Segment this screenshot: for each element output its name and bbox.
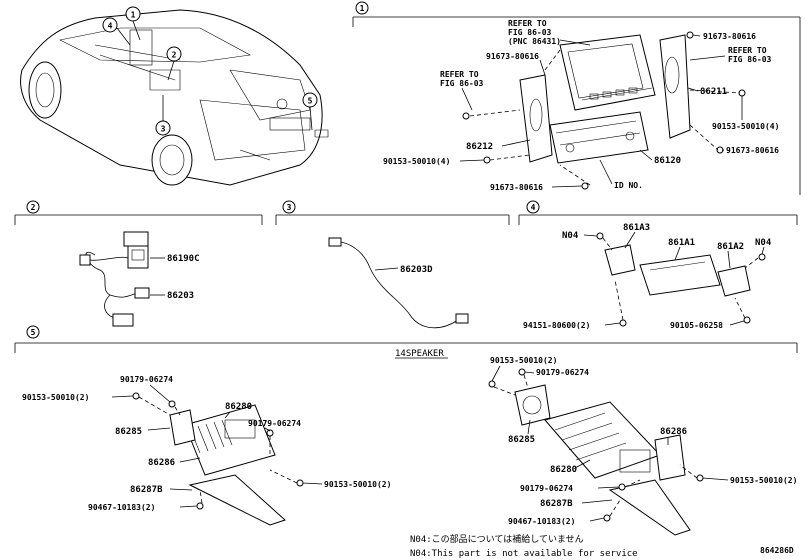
section-1: 1 xyxy=(352,1,801,195)
right-part-90153-50010-2-a: 90153-50010(2) xyxy=(490,356,557,365)
right-part-90153-50010-2-b: 90153-50010(2) xyxy=(730,476,797,485)
section-2: 2 86190C 86203 xyxy=(14,200,263,327)
section-number-5: 5 xyxy=(31,328,36,337)
refer-label-b1: REFER TO xyxy=(728,46,767,55)
left-part-86280: 86280 xyxy=(225,402,252,412)
part-861a2: 861A2 xyxy=(717,242,744,252)
left-part-90179-06274-b: 90179-06274 xyxy=(248,419,301,428)
right-part-90179-06274-b: 90179-06274 xyxy=(520,484,573,493)
right-part-86280: 86280 xyxy=(550,465,577,475)
section-marker-4 xyxy=(526,200,540,214)
bracket-left-86285 xyxy=(169,409,196,446)
right-part-86287b: 86287B xyxy=(540,499,573,509)
refer-label-c2: FIG 86-03 xyxy=(440,79,484,88)
car-callout-5: 5 xyxy=(302,92,318,131)
wire-86203 xyxy=(79,252,150,327)
left-part-90179-06274-a: 90179-06274 xyxy=(120,375,173,384)
part-n04-a: N04 xyxy=(562,231,579,241)
part-91673-80616-a: 91673-80616 xyxy=(486,52,539,61)
svg-text:5: 5 xyxy=(308,97,313,106)
bracket-86212 xyxy=(519,74,553,163)
section-number-4: 4 xyxy=(531,203,536,212)
section-number-3: 3 xyxy=(287,203,292,212)
section-4: 4 N04 861A3 861A1 861A2 N04 94151-80600(… xyxy=(518,200,798,330)
plate-right-86287b xyxy=(608,479,691,536)
refer-label-b2: FIG 86-03 xyxy=(728,55,772,64)
part-86190c: 86190C xyxy=(167,254,200,264)
refer-label-a1: REFER TO xyxy=(508,19,547,28)
bracket-861a3 xyxy=(604,244,636,276)
part-94151-80600-2: 94151-80600(2) xyxy=(523,321,590,330)
bracket-86211 xyxy=(659,34,691,139)
car-callout-2: 2 xyxy=(166,46,182,81)
refer-label-a3: (PNC 86431) xyxy=(508,37,561,46)
svg-text:1: 1 xyxy=(131,11,136,20)
section-3: 3 86203D xyxy=(275,200,510,329)
car-callout-3: 3 xyxy=(155,95,171,136)
left-part-86287b: 86287B xyxy=(130,485,163,495)
car-illustration xyxy=(20,9,329,186)
part-91673-80616-c: 91673-80616 xyxy=(726,146,779,155)
note-japanese: N04:この部品については補給していません xyxy=(410,533,584,545)
part-86212: 86212 xyxy=(466,142,493,152)
part-86203d: 86203D xyxy=(400,265,433,275)
left-part-90153-50010-2-b: 90153-50010(2) xyxy=(324,480,391,489)
section-marker-3 xyxy=(282,200,296,214)
part-90153-50010-4-b: 90153-50010(4) xyxy=(383,157,450,166)
cable-86203d xyxy=(328,237,469,329)
part-86120: 86120 xyxy=(654,156,681,166)
display-unit xyxy=(559,34,656,111)
left-part-86286: 86286 xyxy=(148,458,175,468)
part-90153-50010-4-a: 90153-50010(4) xyxy=(712,122,779,131)
car-callout-4: 4 xyxy=(102,17,131,46)
svg-text:2: 2 xyxy=(172,51,177,60)
part-86211: 86211 xyxy=(700,87,727,97)
diagram-id: 864286D xyxy=(760,546,794,555)
note-english: N04:This part is not available for servi… xyxy=(410,549,638,559)
section-number-1: 1 xyxy=(360,4,365,13)
bracket-right-86285 xyxy=(514,384,551,426)
amplifier-left-86280 xyxy=(184,404,276,476)
right-part-86286: 86286 xyxy=(660,427,687,437)
svg-text:4: 4 xyxy=(108,22,113,31)
svg-text:3: 3 xyxy=(161,125,166,134)
part-91673-80616-b: 91673-80616 xyxy=(703,32,756,41)
plate-left-86287b xyxy=(188,474,286,526)
section-5-subtitle: 14SPEAKER xyxy=(395,349,444,359)
right-part-86285: 86285 xyxy=(508,435,535,445)
section-number-2: 2 xyxy=(31,203,36,212)
section-5: 5 14SPEAKER 90179-06274 90153-50010(2) 8… xyxy=(14,325,797,536)
section-marker-1 xyxy=(355,1,369,15)
part-86203: 86203 xyxy=(167,291,194,301)
right-part-90467-10183-2: 90467-10183(2) xyxy=(508,517,575,526)
id-number-label: ID NO. xyxy=(614,181,643,190)
radio-unit-86120 xyxy=(549,111,649,164)
section-marker-2 xyxy=(26,200,40,214)
left-part-86285: 86285 xyxy=(115,427,142,437)
part-861a1: 861A1 xyxy=(668,238,695,248)
refer-label-a2: FIG 86-03 xyxy=(508,28,552,37)
right-part-90179-06274-a: 90179-06274 xyxy=(536,368,589,377)
section-marker-5 xyxy=(26,325,40,339)
refer-label-c1: REFER TO xyxy=(440,70,479,79)
part-90105-06258: 90105-06258 xyxy=(670,321,723,330)
switch-86190c xyxy=(123,231,149,269)
part-n04-b: N04 xyxy=(755,238,772,248)
module-861a1 xyxy=(639,254,721,296)
left-part-90467-10183-2: 90467-10183(2) xyxy=(88,503,155,512)
part-861a3: 861A3 xyxy=(623,223,650,233)
left-part-90153-50010-2-a: 90153-50010(2) xyxy=(22,393,89,402)
part-91673-80616-d: 91673-80616 xyxy=(490,183,543,192)
car-callout-1: 1 xyxy=(125,6,141,41)
bracket-861a2 xyxy=(717,265,751,297)
bracket-right-86286 xyxy=(654,434,686,481)
